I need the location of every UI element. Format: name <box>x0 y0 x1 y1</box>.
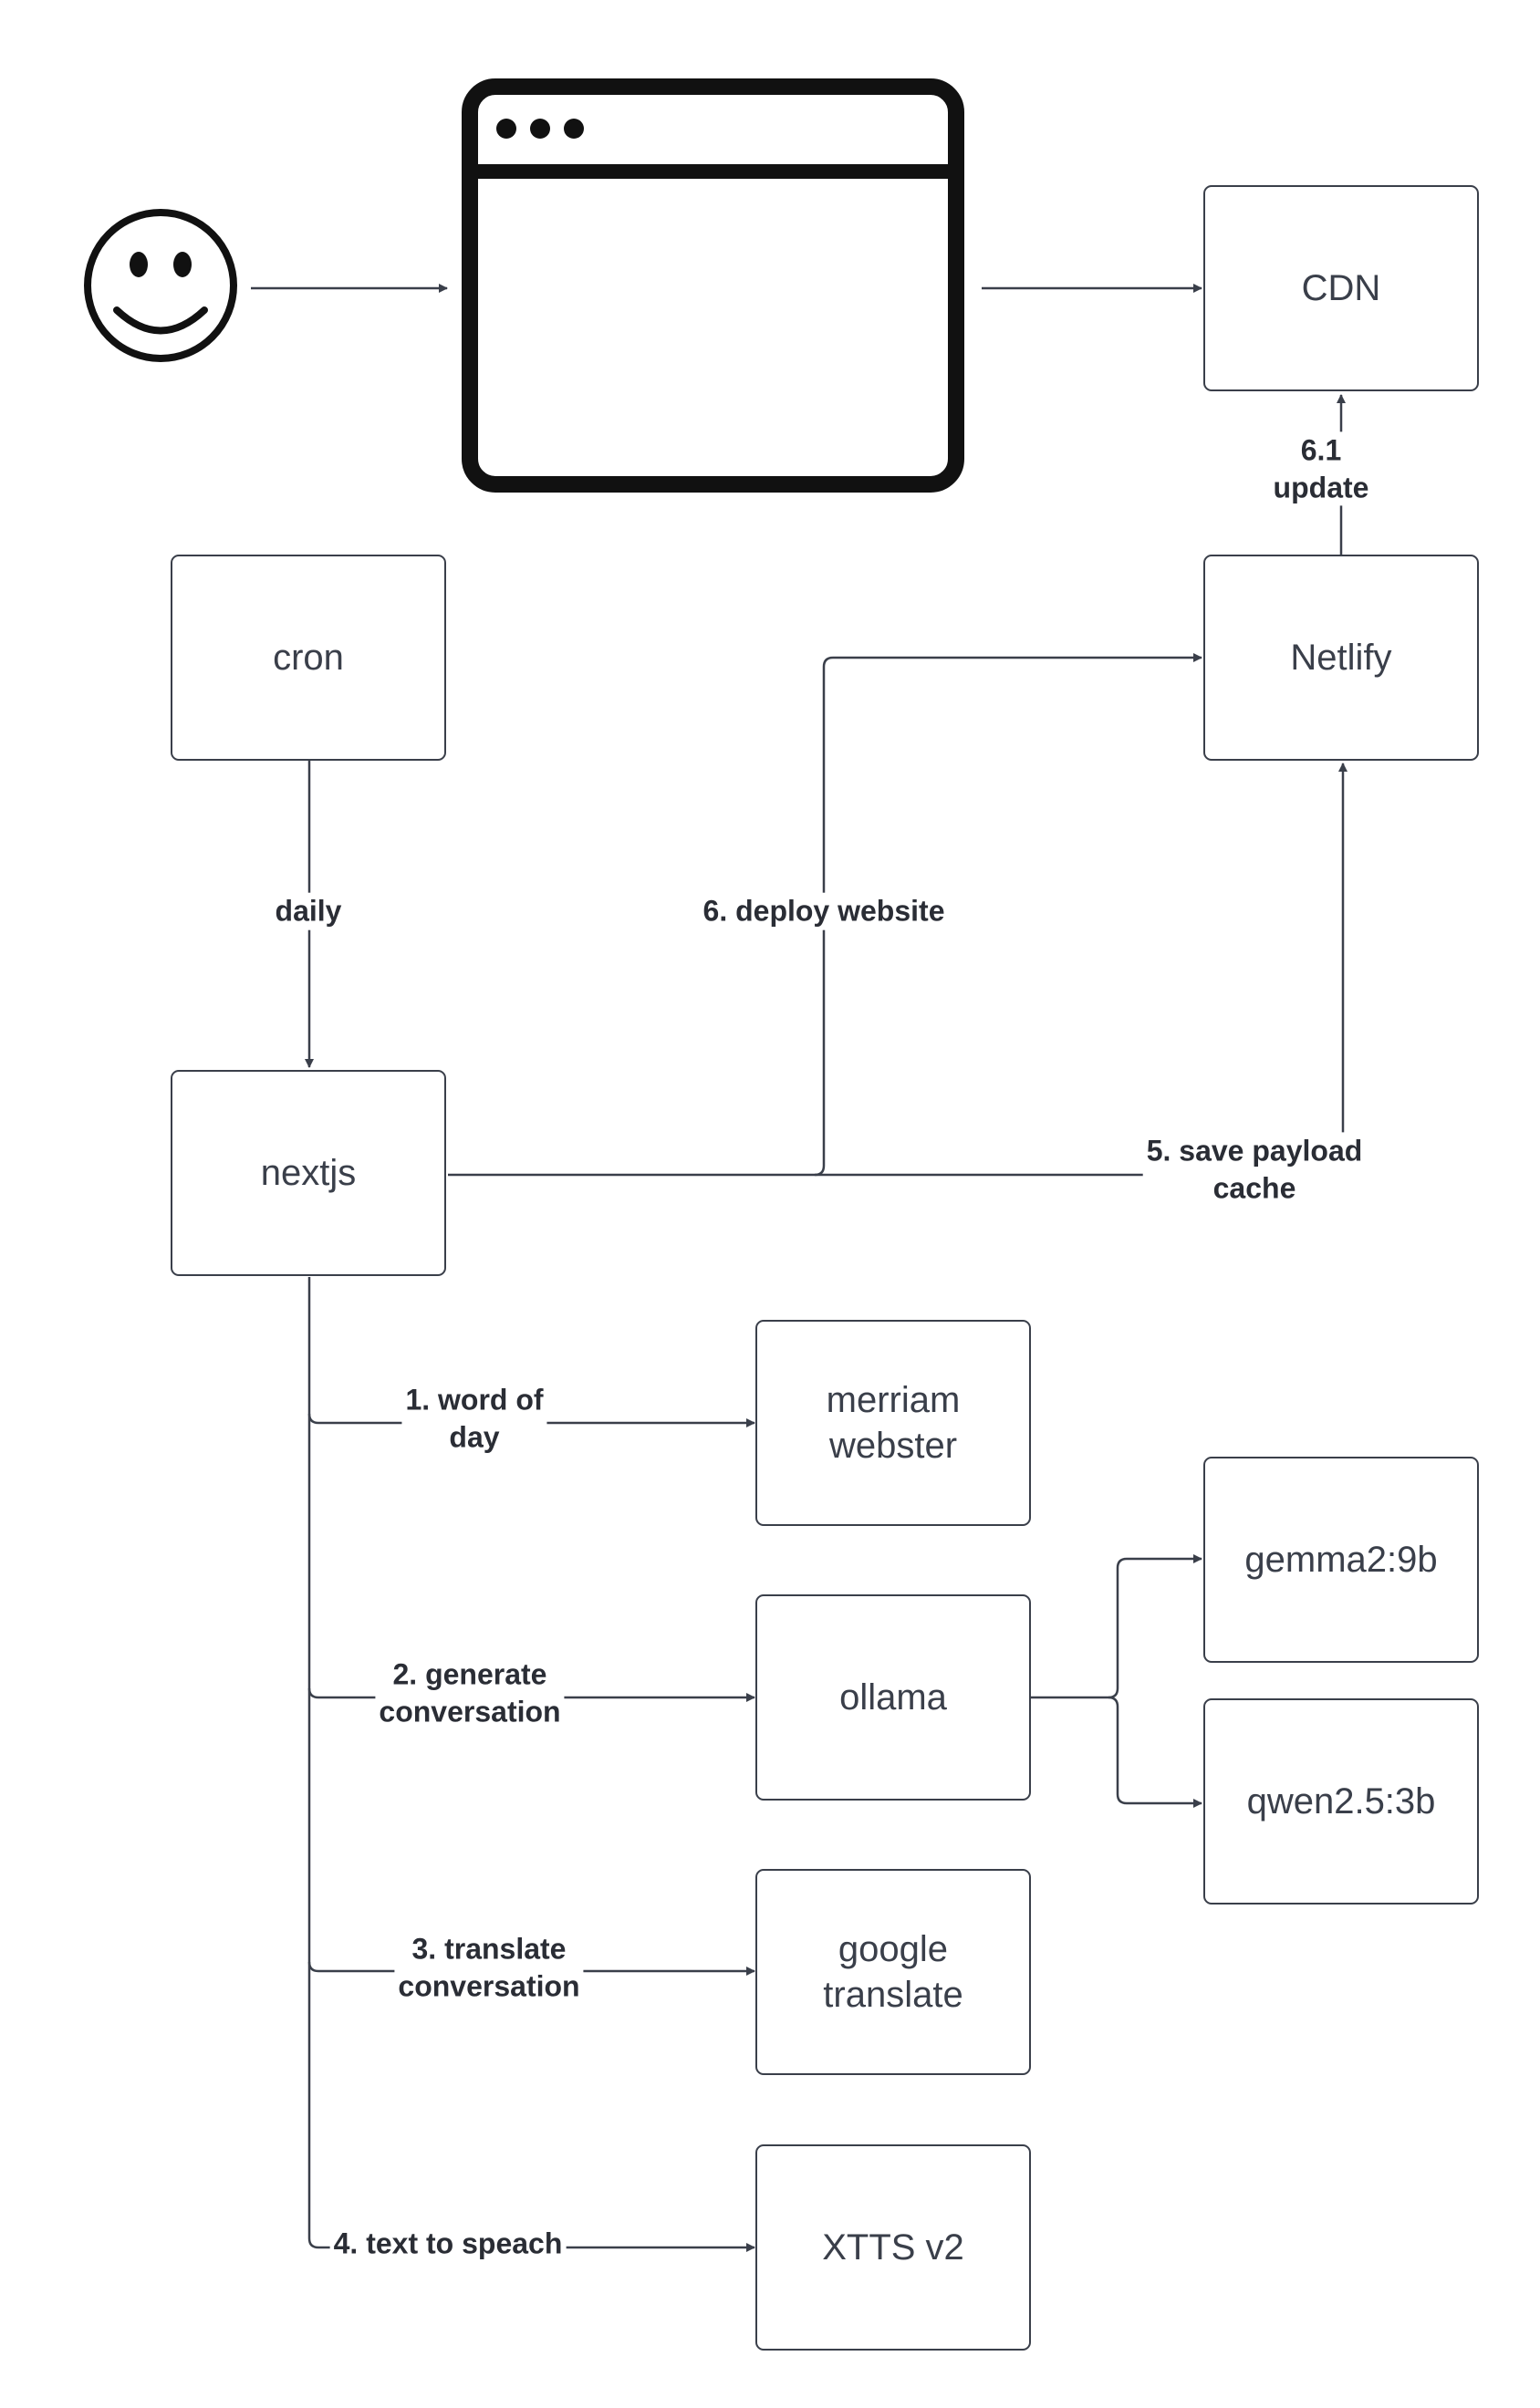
browser-window-icon <box>462 78 964 493</box>
edge-label-generate: 2. generate conversation <box>375 1656 565 1730</box>
node-cdn: CDN <box>1203 185 1479 391</box>
edge-ollama-to-qwen <box>1108 1696 1202 1808</box>
edge-to-ollama <box>307 1687 755 1702</box>
edge-label-daily: daily <box>271 892 346 930</box>
edge-to-google <box>307 1961 755 1976</box>
node-qwen: qwen2.5:3b <box>1203 1698 1479 1905</box>
node-xtts: XTTS v2 <box>755 2144 1031 2351</box>
edge-nextjs-trunk <box>307 1277 319 2249</box>
edge-label-word: 1. word of day <box>401 1381 547 1456</box>
node-netlify: Netlify <box>1203 555 1479 761</box>
edge-label-save: 5. save payload cache <box>1142 1132 1367 1207</box>
edge-label-update: 6.1 update <box>1269 431 1373 506</box>
edge-label-deploy: 6. deploy website <box>699 892 949 930</box>
node-gemma: gemma2:9b <box>1203 1457 1479 1663</box>
node-google-translate: google translate <box>755 1869 1031 2075</box>
node-cron: cron <box>171 555 446 761</box>
edge-to-merriam <box>307 1413 755 1427</box>
node-ollama: ollama <box>755 1594 1031 1801</box>
edge-label-tts: 4. text to speach <box>329 2225 567 2263</box>
edge-nextjs-to-netlify <box>814 653 1202 1177</box>
smiley-face-icon <box>84 209 237 362</box>
edge-ollama-to-gemma <box>1031 1554 1202 1699</box>
node-nextjs: nextjs <box>171 1070 446 1276</box>
edge-label-translate: 3. translate conversation <box>394 1930 584 2005</box>
node-merriam-webster: merriam webster <box>755 1320 1031 1526</box>
